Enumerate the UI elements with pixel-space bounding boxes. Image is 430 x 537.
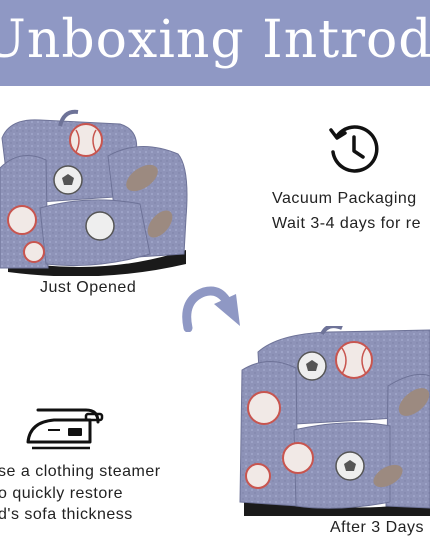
- title-banner: Unboxing Introductio: [0, 0, 430, 86]
- after-3-days-label: After 3 Days: [330, 519, 425, 536]
- steamer-line-2: o quickly restore: [0, 485, 123, 502]
- steamer-line-1: se a clothing steamer: [0, 463, 161, 480]
- clock-icon: [329, 125, 379, 173]
- sofa-image-opened: [0, 109, 188, 276]
- sofa-image-restored: [239, 326, 430, 516]
- steamer-line-3: d's sofa thickness: [0, 506, 133, 523]
- just-opened-label: Just Opened: [40, 279, 137, 296]
- iron-icon: [26, 408, 104, 450]
- banner-title: Unboxing Introductio: [0, 10, 430, 70]
- vacuum-line-1: Vacuum Packaging: [272, 190, 417, 207]
- curved-arrow-icon: [182, 286, 240, 332]
- vacuum-line-2: Wait 3-4 days for re: [272, 215, 422, 232]
